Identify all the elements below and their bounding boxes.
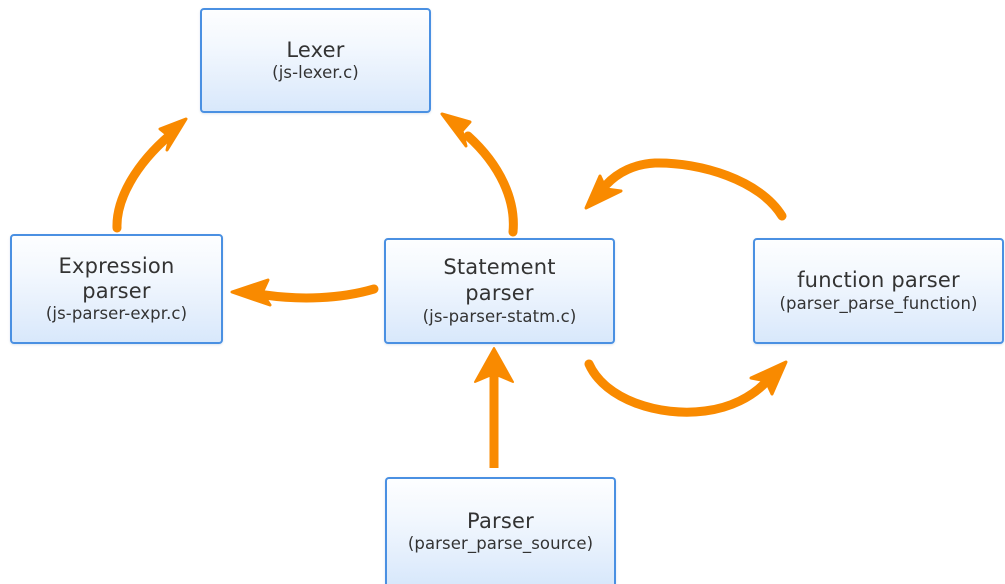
node-expression-parser[interactable]: Expression parser (js-parser-expr.c) bbox=[10, 234, 223, 344]
node-function-parser-subtitle: (parser_parse_function) bbox=[779, 293, 978, 313]
edge-statement-to-function bbox=[584, 359, 788, 417]
node-parser-subtitle: (parser_parse_source) bbox=[407, 534, 594, 554]
node-function-parser[interactable]: function parser (parser_parse_function) bbox=[753, 238, 1004, 344]
node-statement-parser[interactable]: Statement parser (js-parser-statm.c) bbox=[384, 238, 615, 344]
node-function-parser-title: function parser bbox=[797, 268, 960, 293]
node-statement-parser-subtitle: (js-parser-statm.c) bbox=[422, 306, 577, 326]
node-lexer-title: Lexer bbox=[286, 37, 345, 62]
node-statement-parser-title-line2: parser bbox=[465, 280, 534, 305]
edge-function-to-statement bbox=[584, 158, 787, 221]
edge-parser-to-statement bbox=[474, 347, 514, 468]
node-lexer-subtitle: (js-lexer.c) bbox=[272, 63, 359, 83]
node-expression-parser-title-line1: Expression bbox=[58, 254, 175, 279]
node-parser[interactable]: Parser (parser_parse_source) bbox=[385, 477, 616, 584]
node-expression-parser-subtitle: (js-parser-expr.c) bbox=[45, 303, 188, 323]
edge-statement-to-expression bbox=[230, 278, 379, 307]
node-parser-title: Parser bbox=[467, 508, 534, 533]
edge-statement-to-lexer bbox=[440, 112, 518, 237]
node-expression-parser-title-line2: parser bbox=[82, 278, 151, 303]
node-lexer[interactable]: Lexer (js-lexer.c) bbox=[200, 8, 431, 113]
edge-expression-to-lexer bbox=[112, 117, 188, 233]
node-statement-parser-title-line1: Statement bbox=[443, 255, 556, 280]
